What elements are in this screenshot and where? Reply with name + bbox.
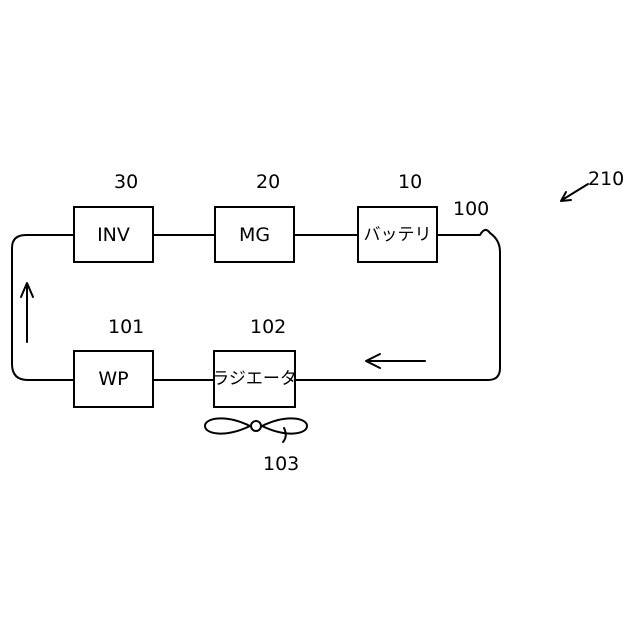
figure-ref-arrow: [561, 184, 588, 201]
radiator-label: ラジエータ: [212, 369, 297, 389]
inverter-label: INV: [97, 224, 130, 246]
water-pump-ref: 101: [108, 316, 144, 338]
motor-generator-ref: 20: [256, 171, 280, 193]
fan-ref: 103: [263, 453, 299, 475]
flow-arrow-up: [21, 283, 33, 342]
battery-label: バッテリ: [364, 225, 432, 245]
radiator-ref: 102: [250, 316, 286, 338]
figure-ref: 210: [588, 168, 624, 190]
water-pump-box: WP: [74, 351, 153, 407]
inverter-ref: 30: [114, 171, 138, 193]
battery-ref: 10: [398, 171, 422, 193]
motor-generator-box: MG: [215, 207, 294, 262]
battery-box: バッテリ: [358, 207, 437, 262]
inverter-box: INV: [74, 207, 153, 262]
motor-generator-label: MG: [239, 224, 270, 246]
flow-arrow-left: [366, 354, 425, 368]
radiator-box: ラジエータ: [212, 351, 297, 407]
fan-leader-line: [283, 428, 286, 442]
fan-icon: [205, 418, 307, 433]
water-pump-label: WP: [98, 368, 128, 390]
loop-ref: 100: [453, 198, 489, 220]
